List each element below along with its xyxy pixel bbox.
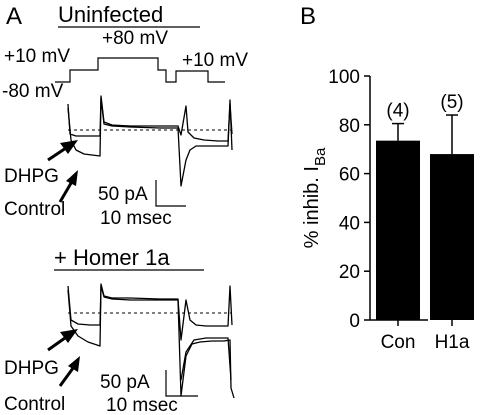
bar-chart: 0 20 40 60 80 100 (4) Con (5) H1a % inhib. IBa [301, 67, 474, 353]
bottom-title: + Homer 1a [54, 245, 170, 270]
top-dhpg-trace [67, 95, 233, 142]
panel-b-label: B [300, 3, 316, 30]
protocol-step3-label: +10 mV [182, 50, 248, 71]
n-label: (4) [386, 101, 409, 122]
x-tick-label: Con [381, 332, 416, 353]
bar [430, 154, 474, 320]
y-tick-label: 40 [339, 213, 360, 234]
bottom-dhpg-arrowhead [60, 329, 78, 343]
bottom-control-label: Control [4, 394, 65, 415]
panel-a-label: A [6, 3, 22, 30]
protocol-step2-label: +80 mV [102, 28, 168, 49]
top-dhpg-arrowhead [60, 140, 78, 154]
y-axis-label: % inhib. IBa [301, 147, 329, 248]
y-tick-label: 80 [339, 116, 360, 137]
bottom-control-arrowhead [68, 356, 80, 372]
bottom-scale-bar [165, 370, 198, 397]
y-tick-label: 0 [349, 311, 360, 332]
bottom-dhpg-trace [67, 283, 233, 341]
top-title: Uninfected [58, 2, 163, 27]
top-dhpg-label: DHPG [4, 166, 59, 187]
top-control-label: Control [4, 199, 65, 220]
top-scale-time-label: 10 msec [100, 208, 172, 229]
protocol-step1-label: +10 mV [4, 46, 70, 67]
bar [376, 140, 420, 320]
bottom-scale-time-label: 10 msec [106, 395, 178, 415]
x-tick-label: H1a [435, 332, 470, 353]
protocol-holding-label: -80 mV [2, 81, 64, 102]
n-label: (5) [440, 92, 463, 113]
bottom-control-trace [67, 285, 235, 399]
top-control-arrowhead [66, 170, 78, 186]
bottom-scale-current-label: 50 pA [100, 372, 150, 393]
bottom-third-trace [180, 337, 232, 381]
bottom-dhpg-label: DHPG [4, 358, 59, 379]
voltage-protocol-trace [55, 57, 225, 83]
top-control-trace [67, 97, 233, 187]
top-scale-current-label: 50 pA [98, 184, 148, 205]
y-tick-label: 20 [339, 262, 360, 283]
top-scale-bar [155, 180, 186, 207]
y-tick-label: 60 [339, 165, 360, 186]
y-tick-label: 100 [328, 67, 360, 88]
